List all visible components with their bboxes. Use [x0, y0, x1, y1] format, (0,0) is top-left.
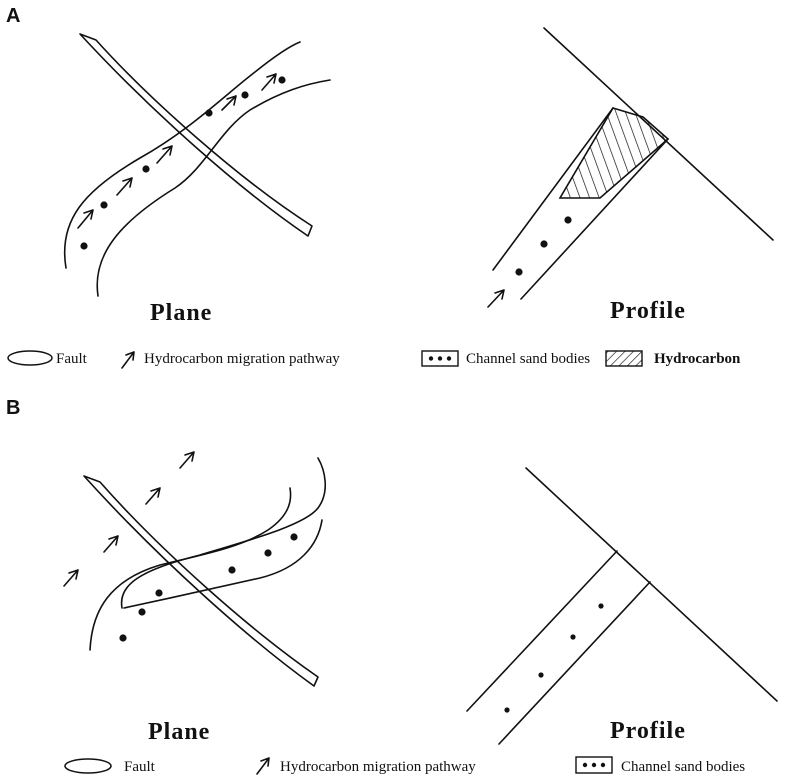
sand-dot	[564, 216, 572, 224]
hydrocarbon-hatch	[558, 107, 670, 199]
fault-body	[83, 475, 319, 687]
sand-dot	[278, 76, 286, 84]
plane-view-b: Plane	[63, 451, 326, 745]
sand-dot	[228, 566, 236, 574]
sand-dot	[264, 549, 272, 557]
legend-migration-label: Hydrocarbon migration pathway	[144, 351, 340, 367]
hydrocarbon-hatch-icon	[605, 350, 643, 367]
sand-dot	[80, 242, 88, 250]
sand-dot	[290, 533, 298, 541]
sand-dot	[538, 672, 544, 678]
sand-dot	[428, 356, 434, 361]
legend-a: Fault Hydrocarbon migration pathway Chan…	[7, 350, 741, 369]
panel-label-b: B	[6, 397, 20, 419]
panel-a: A Plane	[6, 5, 774, 369]
plane-view-a: Plane	[63, 33, 331, 326]
migration-arrow-icon	[145, 487, 161, 505]
sand-dot	[119, 634, 127, 642]
channel-boundary-upper	[492, 107, 614, 271]
panel-label-a: A	[6, 5, 20, 27]
migration-arrows	[77, 73, 277, 229]
migration-arrow-icon	[261, 73, 277, 91]
legend-channel-sand-label: Channel sand bodies	[621, 759, 745, 775]
legend-b: Fault Hydrocarbon migration pathway Chan…	[64, 756, 745, 775]
profile-caption-b: Profile	[610, 718, 686, 744]
profile-view-b: Profile	[466, 467, 778, 745]
migration-arrow-icon	[221, 95, 237, 111]
migration-arrow-icon	[256, 757, 270, 775]
channel-boundary-lower	[498, 581, 651, 745]
migration-arrow-icon	[116, 177, 133, 196]
sand-dot	[504, 707, 510, 713]
sand-dot	[155, 589, 163, 597]
sand-dot	[100, 201, 108, 209]
fault-body	[79, 33, 313, 237]
plane-caption-b: Plane	[148, 719, 210, 745]
fault-ellipse-icon	[7, 350, 53, 366]
migration-arrow-icon	[179, 451, 195, 469]
panel-b: B Plane	[6, 397, 778, 775]
migration-arrow-icon	[103, 535, 119, 553]
channel-sand-dots	[80, 76, 286, 250]
legend-migration-label: Hydrocarbon migration pathway	[280, 759, 476, 775]
fault-line	[525, 467, 778, 702]
fault-ellipse-icon	[64, 758, 112, 774]
legend-channel-sand-label: Channel sand bodies	[466, 351, 590, 367]
sand-dot	[437, 356, 443, 361]
plane-caption-a: Plane	[150, 300, 212, 326]
sand-dot	[205, 109, 213, 117]
channel-right-bank	[96, 79, 331, 297]
channel-upper-bank	[89, 487, 292, 651]
migration-arrow-icon	[77, 209, 94, 229]
legend-hydrocarbon-label: Hydrocarbon	[654, 351, 741, 367]
channel-sand-dots	[504, 603, 604, 713]
sand-dot	[515, 268, 523, 276]
sand-dot	[446, 356, 452, 361]
channel-sand-dots	[119, 533, 298, 642]
profile-caption-a: Profile	[610, 298, 686, 324]
sand-dot	[138, 608, 146, 616]
sand-dot	[598, 603, 604, 609]
migration-arrow-icon	[63, 569, 79, 587]
sand-dot	[142, 165, 150, 173]
sand-dot	[241, 91, 249, 99]
sand-dot	[570, 634, 576, 640]
channel-boundary-lower	[520, 138, 669, 300]
migration-arrow-icon	[121, 351, 135, 369]
channel-lower-bank	[120, 457, 326, 609]
channel-boundary-upper	[466, 550, 618, 712]
migration-arrow-icon	[156, 145, 173, 164]
migration-arrows	[63, 451, 195, 587]
profile-view-a: Profile	[487, 27, 774, 324]
channel-sand-dots	[515, 216, 572, 276]
legend-fault-label: Fault	[56, 351, 88, 367]
channel-left-bank	[63, 41, 301, 269]
migration-arrow-icon	[487, 289, 505, 308]
sand-dot	[582, 762, 588, 768]
legend-fault-label: Fault	[124, 759, 156, 775]
sand-dot	[600, 762, 606, 768]
sand-dot	[591, 762, 597, 768]
channel-lower-edge	[123, 519, 323, 609]
sand-dot	[540, 240, 548, 248]
